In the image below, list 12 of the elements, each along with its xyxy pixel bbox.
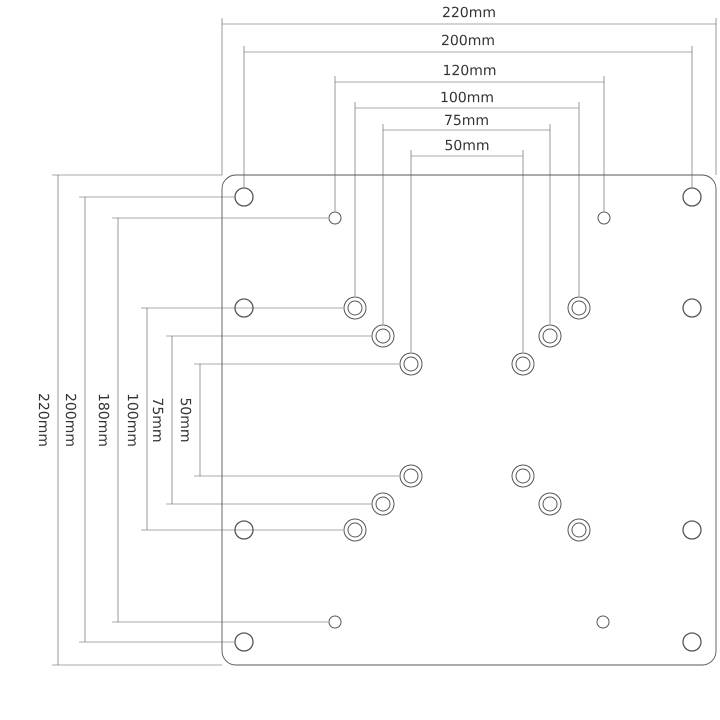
- dimension-label: 75mm: [152, 398, 164, 442]
- dimension-label: 100mm: [442, 92, 493, 102]
- dimension-label: 75mm: [445, 114, 488, 126]
- dimension-label: 220mm: [38, 394, 50, 446]
- dimension-label: 180mm: [98, 394, 110, 446]
- dimension-label: 50mm: [180, 398, 192, 442]
- dimension-label: 100mm: [128, 394, 138, 446]
- dimension-label: 220mm: [443, 6, 495, 18]
- dimension-label: 120mm: [444, 64, 496, 76]
- dimension-label: 200mm: [66, 394, 76, 446]
- dimension-label: 50mm: [446, 140, 488, 150]
- dimension-label: 200mm: [442, 34, 494, 46]
